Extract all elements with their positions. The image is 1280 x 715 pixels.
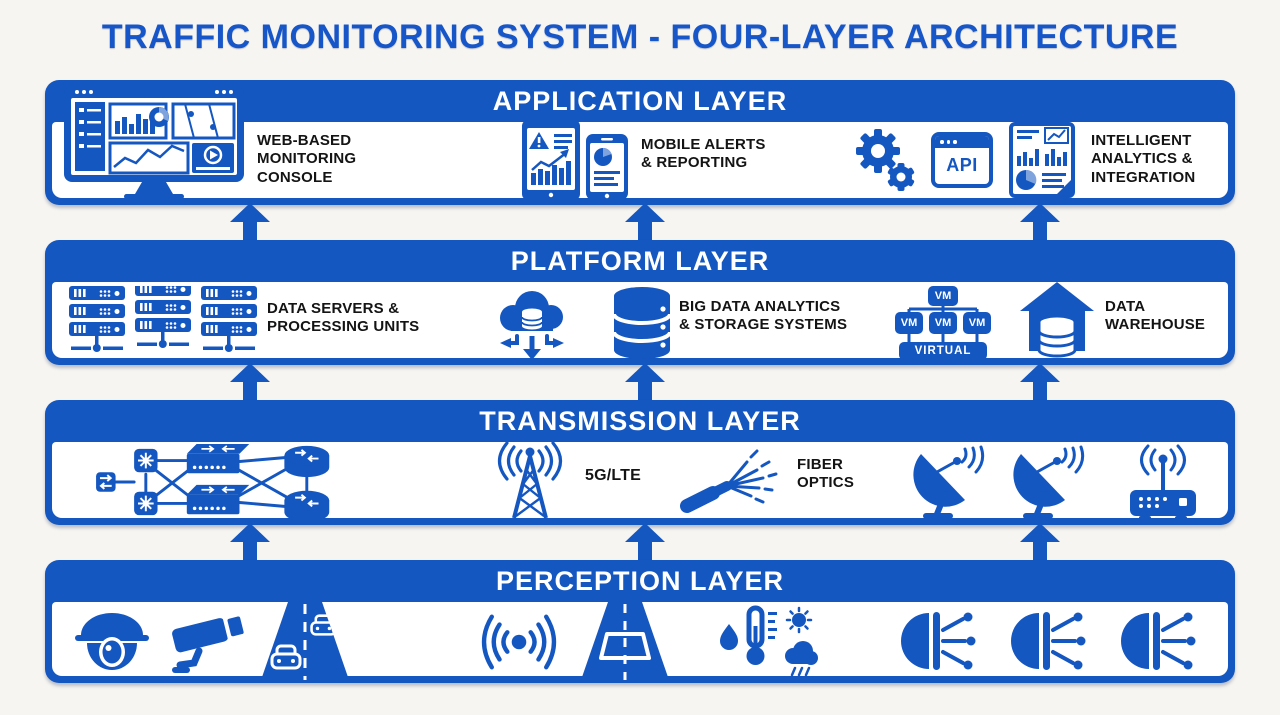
api-label: API xyxy=(946,155,978,175)
up-arrow-icon xyxy=(1020,203,1060,242)
virtual-label: VIRTUAL xyxy=(899,342,987,360)
vm-box: VM xyxy=(928,286,958,306)
intelligent-analytics-label: INTELLIGENT ANALYTICS & INTEGRATION xyxy=(1091,132,1196,186)
virtual-machines-icon: VM VM VM VM VIRTUAL xyxy=(895,286,991,362)
road-loop-sensor-icon xyxy=(581,602,669,680)
layer-perception: PERCEPTION LAYER xyxy=(45,560,1235,683)
weather-station-icon xyxy=(720,605,818,677)
up-arrow-icon xyxy=(230,203,270,242)
layer-application: APPLICATION LAYER xyxy=(45,80,1235,205)
big-data-label: BIG DATA ANALYTICS & STORAGE SYSTEMS xyxy=(679,298,848,334)
cellular-label: 5G/LTE xyxy=(585,467,642,484)
data-warehouse-icon xyxy=(1020,282,1094,358)
up-arrow-icon xyxy=(230,363,270,402)
cctv-camera-icon xyxy=(172,616,244,673)
layer-transmission-title: TRANSMISSION LAYER xyxy=(479,406,801,436)
mobile-alerts-label: MOBILE ALERTS & REPORTING xyxy=(641,136,766,172)
up-arrow-icon xyxy=(230,523,270,562)
up-arrow-icon xyxy=(625,523,665,562)
cell-tower-icon xyxy=(497,441,563,519)
iot-sensor-icon xyxy=(1121,612,1196,670)
tablet-phone-icon xyxy=(522,120,628,200)
api-window-icon: API xyxy=(931,132,993,188)
network-mesh-icon xyxy=(96,443,331,522)
satellite-dish-icon xyxy=(913,445,985,519)
fiber-optics-icon xyxy=(680,449,778,513)
up-arrow-icon xyxy=(625,363,665,402)
database-icon xyxy=(612,287,672,359)
data-warehouse-label: DATA WAREHOUSE xyxy=(1105,298,1206,334)
up-arrow-icon xyxy=(625,203,665,242)
api-window-topbar xyxy=(935,136,989,148)
page-title: TRAFFIC MONITORING SYSTEM - FOUR-LAYER A… xyxy=(101,18,1179,56)
dome-camera-icon xyxy=(75,613,149,670)
wireless-sensor-icon xyxy=(481,614,557,670)
up-arrow-icon xyxy=(1020,363,1060,402)
web-console-label: WEB-BASED MONITORING CONSOLE xyxy=(257,132,357,186)
vm-box: VM xyxy=(929,312,957,334)
gears-icon xyxy=(856,129,915,191)
up-arrow-icon xyxy=(1020,523,1060,562)
data-servers-label: DATA SERVERS & PROCESSING UNITS xyxy=(267,300,420,336)
analytics-report-icon xyxy=(1009,122,1075,198)
cloud-database-icon xyxy=(500,291,564,360)
satellite-dish-icon xyxy=(1013,445,1085,519)
iot-sensor-icon xyxy=(1011,612,1086,670)
monitor-dashboard-icon xyxy=(64,86,244,199)
vm-box: VM xyxy=(963,312,991,334)
layer-platform: PLATFORM LAYER xyxy=(45,240,1235,365)
fiber-optics-label: FIBER OPTICS xyxy=(797,456,855,492)
layer-application-title: APPLICATION LAYER xyxy=(492,86,788,116)
iot-sensor-icon xyxy=(901,612,976,670)
server-racks-icon xyxy=(69,286,257,352)
vm-box: VM xyxy=(895,312,923,334)
layer-platform-title: PLATFORM LAYER xyxy=(510,246,770,276)
wifi-router-icon xyxy=(1130,444,1196,520)
layer-perception-title: PERCEPTION LAYER xyxy=(495,566,785,596)
layer-transmission: TRANSMISSION LAYER xyxy=(45,400,1235,525)
road-traffic-icon xyxy=(261,602,349,680)
